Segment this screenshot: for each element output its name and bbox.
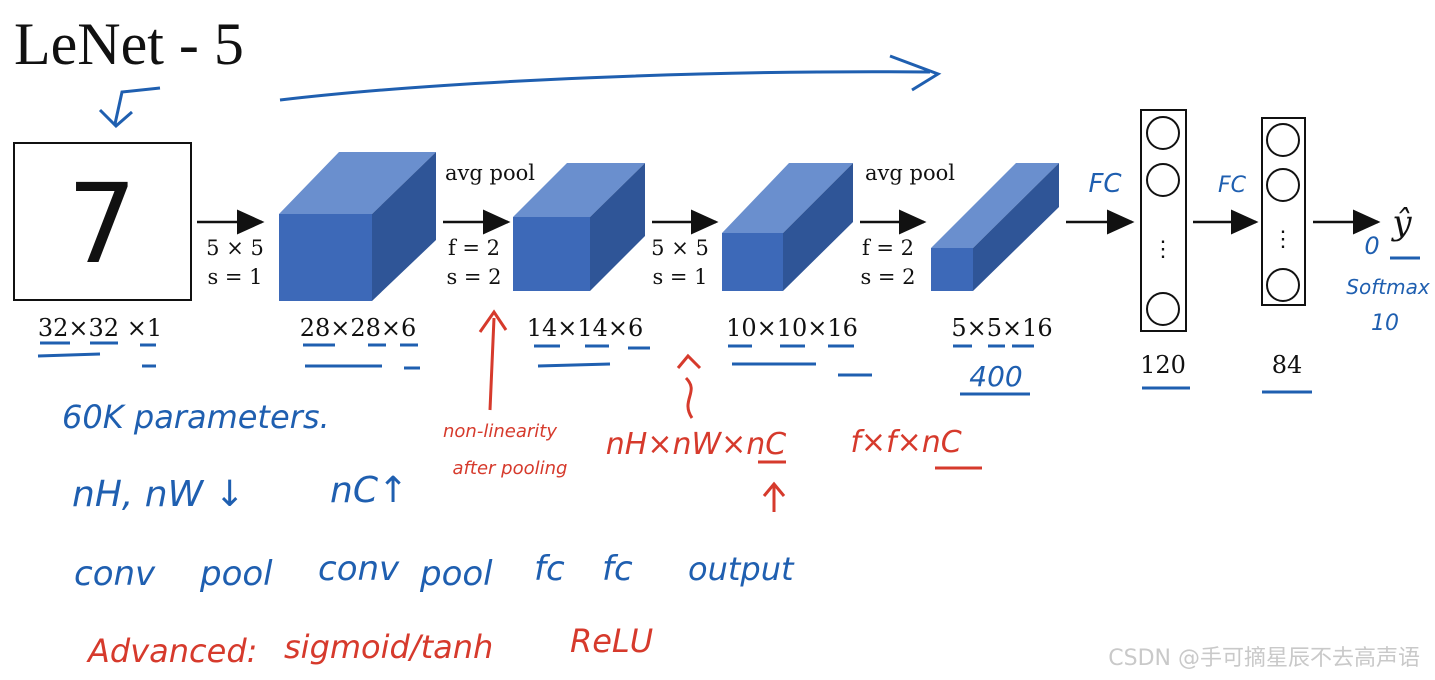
volume-conv1 [279,152,436,301]
input-image-frame [13,142,192,301]
parameter-count: 60K parameters. [62,398,330,436]
pool2-dims: 5×5×16 [951,314,1052,342]
volume-pool2 [931,163,1059,291]
nonlinearity-line1: non-linearity [443,421,557,442]
conv1-dims: 28×28×6 [300,314,417,342]
advanced-label: Advanced: [86,632,257,670]
channel-trend: nC↑ [330,470,408,511]
conv1-filter: 5 × 5 [206,236,264,260]
output-note-digit: 0 [1364,232,1379,260]
fc1-handwritten-label: FC [1088,169,1122,199]
channel-pointer-icon [762,481,786,512]
fc1-size: 120 [1140,351,1186,379]
conv2-stride: s = 1 [652,265,707,289]
fc1-ellipsis: ⋮ [1152,237,1174,262]
pool2-stride: s = 2 [860,265,915,289]
forward-flow-arrow [279,70,931,102]
pool1-label: avg pool [445,161,535,185]
filter-formula: f×f×nC [850,425,961,460]
sequence-item: pool [419,554,493,594]
pool1-filter: f = 2 [448,236,500,260]
sequence-item: pool [199,554,273,594]
output-softmax: Softmax [1346,275,1430,299]
advanced-activation-old: sigmoid/tanh [284,628,493,666]
sequence-item: output [688,550,795,588]
sequence-item: conv [74,554,156,594]
sequence-item: conv [318,549,400,589]
input-digit: 7 [67,160,137,288]
output-classes: 10 [1371,311,1399,336]
watermark: CSDN @手可摘星辰不去高声语 [1108,646,1420,671]
fc2-ellipsis: ⋮ [1272,227,1294,252]
shape-pointer-icon [676,353,702,419]
nonlinearity-pointer-icon [478,309,508,411]
pool1-dims-underline [534,344,650,368]
page-title: LeNet - 5 [14,11,244,77]
volume-pool1 [513,163,645,291]
pool1-stride: s = 2 [446,265,501,289]
conv2-dims-underline [728,344,872,377]
pool2-filter: f = 2 [862,236,914,260]
spatial-trend: nH, nW ↓ [72,474,245,515]
fc2-handwritten-label: FC [1218,173,1247,198]
fc2-size: 84 [1272,351,1303,379]
volume-conv2 [722,163,853,291]
advanced-activation-new: ReLU [570,622,653,660]
conv2-filter: 5 × 5 [651,236,709,260]
shape-formula: nH×nW×nC [606,427,787,462]
input-dims: 32×32 ×1 [38,314,162,342]
output-yhat: ŷ [1390,203,1412,243]
input-pointer-icon [98,86,161,129]
flattened-size: 400 [969,360,1022,393]
conv2-dims: 10×10×16 [726,314,858,342]
input-dims-underline [37,341,156,368]
fc1-layer [1140,109,1187,332]
pool2-dims-underline [953,344,1034,396]
forward-flow-arrowhead [889,54,942,92]
nonlinearity-line2: after pooling [453,458,568,479]
pool2-label: avg pool [865,161,955,185]
pool1-dims: 14×14×6 [527,314,644,342]
conv1-dims-underline [303,343,420,370]
conv1-stride: s = 1 [207,265,262,289]
fc2-layer [1261,117,1306,306]
sequence-item: fc [534,549,565,589]
sequence-item: fc [602,549,633,589]
